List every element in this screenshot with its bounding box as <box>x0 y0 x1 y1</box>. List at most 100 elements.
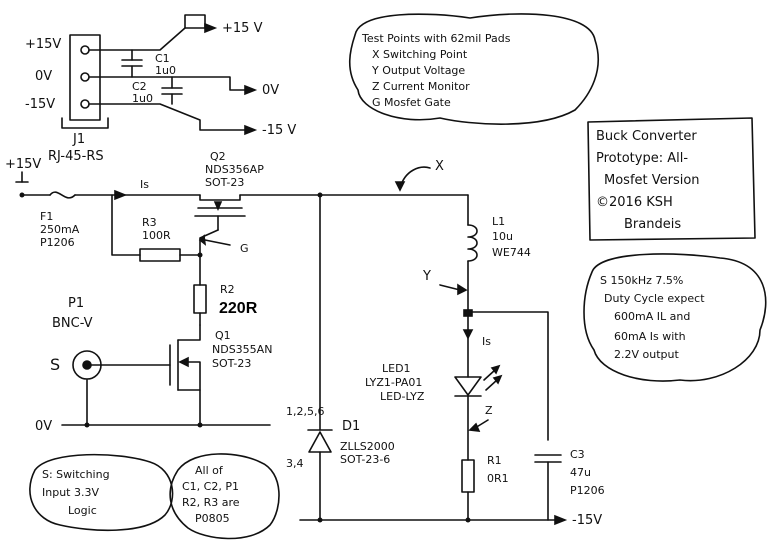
spec-note: S 150kHz 7.5% Duty Cycle expect 600mA IL… <box>583 253 767 382</box>
capacitor-c3: C3 47u P1206 <box>534 448 605 521</box>
negative-rail: -15V <box>299 513 602 528</box>
resistor-r1: R1 0R1 <box>461 454 509 521</box>
y-label: Y <box>422 269 431 284</box>
gate-node: G <box>197 229 249 286</box>
pkg-line-1: All of <box>195 464 224 477</box>
led1-ref: LED1 <box>382 362 411 375</box>
resistor-r2: R2 220R <box>193 283 258 326</box>
l1-part: WE744 <box>492 246 531 259</box>
switching-line-1: S: Switching <box>42 468 110 481</box>
supply-rails: +15 V 0V -15 V <box>88 14 296 138</box>
spec-line-4: 60mA Is with <box>614 330 686 343</box>
is-led-label: Is <box>482 335 491 348</box>
ground-rail: 0V <box>35 419 271 434</box>
r3-val: 100R <box>142 229 171 242</box>
resistor-r3: R3 100R <box>111 194 201 262</box>
l1-ref: L1 <box>492 215 505 228</box>
r3-ref: R3 <box>142 216 157 229</box>
tp-line-2: X Switching Point <box>372 48 468 61</box>
r2-val: 220R <box>219 300 258 317</box>
led-led1: LED1 LYZ1-PA01 LED-LYZ Z <box>365 315 503 461</box>
q2-pkg: SOT-23 <box>205 176 244 189</box>
q1-pkg: SOT-23 <box>212 357 251 370</box>
title-line-1: Buck Converter <box>596 129 697 144</box>
capacitor-c1: C1 1u0 <box>121 49 176 78</box>
d1-pkg: SOT-23-6 <box>340 453 390 466</box>
tp-line-4: Z Current Monitor <box>372 80 470 93</box>
title-line-4: ©2016 KSH <box>596 195 673 210</box>
test-points-note: Test Points with 62mil Pads X Switching … <box>348 13 599 125</box>
f1-ref: F1 <box>40 210 53 223</box>
tp-line-3: Y Output Voltage <box>371 64 465 77</box>
d1-pins-top: 1,2,5,6 <box>286 405 324 418</box>
spec-line-2: Duty Cycle expect <box>604 292 705 305</box>
c3-val: 47u <box>570 466 591 479</box>
c3-pkg: P1206 <box>570 484 605 497</box>
r2-ref: R2 <box>220 283 235 296</box>
tp-line-5: G Mosfet Gate <box>372 96 451 109</box>
led1-name: LED-LYZ <box>380 390 425 403</box>
pkg-line-2: C1, C2, P1 <box>182 480 239 493</box>
led1-part: LYZ1-PA01 <box>365 376 422 389</box>
x-label: X <box>435 159 444 174</box>
d1-pins-bottom: 3,4 <box>286 457 304 470</box>
j1-pin-zero: 0V <box>35 69 52 84</box>
input-connector: RJ-45-RS <box>48 149 104 164</box>
rail-zero-label: 0V <box>262 83 279 98</box>
z-label: Z <box>485 404 493 417</box>
j1-pin-plus: +15V <box>25 37 61 52</box>
q2-ref: Q2 <box>210 150 226 163</box>
gate-label: G <box>240 242 249 255</box>
c3-ref: C3 <box>570 448 585 461</box>
q2-part: NDS356AP <box>205 163 264 176</box>
switching-line-2: Input 3.3V <box>42 486 99 499</box>
spec-line-1: S 150kHz 7.5% <box>600 274 683 287</box>
d1-ref: D1 <box>342 419 360 434</box>
switching-line-3: Logic <box>68 504 97 517</box>
spec-line-3: 600mA IL and <box>614 310 690 323</box>
spec-line-5: 2.2V output <box>614 348 679 361</box>
d1-part: ZLLS2000 <box>340 440 395 453</box>
title-line-3: Mosfet Version <box>604 173 700 188</box>
inductor-l1: L1 10u WE744 <box>467 194 531 313</box>
title-block: Buck Converter Prototype: All- Mosfet Ve… <box>587 117 756 241</box>
capacitor-c2: C2 1u0 <box>132 76 183 105</box>
c1-val: 1u0 <box>155 64 176 77</box>
c2-ref: C2 <box>132 80 147 93</box>
q1-ref: Q1 <box>215 329 231 342</box>
f1-val: 250mA <box>40 223 80 236</box>
c2-val: 1u0 <box>132 92 153 105</box>
p1-ref: P1 <box>68 296 84 311</box>
r1-ref: R1 <box>487 454 502 467</box>
q1-part: NDS355AN <box>212 343 272 356</box>
f1-pkg: P1206 <box>40 236 75 249</box>
rail-minus-label: -15 V <box>262 123 296 138</box>
diode-d1: 1,2,5,6 3,4 D1 ZLLS2000 SOT-23-6 <box>286 194 395 521</box>
tp-line-1: Test Points with 62mil Pads <box>361 32 511 45</box>
p1-type: BNC-V <box>52 316 93 331</box>
j1-ref: J1 <box>72 132 85 147</box>
is-current-marker: Is <box>114 178 149 201</box>
l1-val: 10u <box>492 230 513 243</box>
mosfet-q1: Q1 NDS355AN SOT-23 <box>169 324 272 426</box>
fuse-f1: F1 250mA P1206 <box>40 191 201 249</box>
title-line-5: Brandeis <box>624 217 681 232</box>
rail-plus-label: +15 V <box>222 21 263 36</box>
pkg-line-3: R2, R3 are <box>182 496 240 509</box>
ground-label: 0V <box>35 419 52 434</box>
switch-node: X <box>317 159 469 198</box>
pkg-line-4: P0805 <box>195 512 230 525</box>
bnc-p1: P1 BNC-V S <box>50 296 171 426</box>
input-label: +15V <box>5 157 41 172</box>
title-line-2: Prototype: All- <box>596 151 688 166</box>
j1-pin-minus: -15V <box>25 97 55 112</box>
package-note: All of C1, C2, P1 R2, R3 are P0805 <box>169 453 280 540</box>
is-label: Is <box>140 178 149 191</box>
neg-rail-label: -15V <box>572 513 602 528</box>
mosfet-q2: Q2 NDS356AP SOT-23 <box>194 150 321 231</box>
switching-note: S: Switching Input 3.3V Logic <box>29 453 174 532</box>
connector-j1: J1 +15V 0V -15V <box>25 34 109 147</box>
input-section: +15V RJ-45-RS <box>5 149 104 198</box>
p1-signal: S <box>50 355 60 374</box>
